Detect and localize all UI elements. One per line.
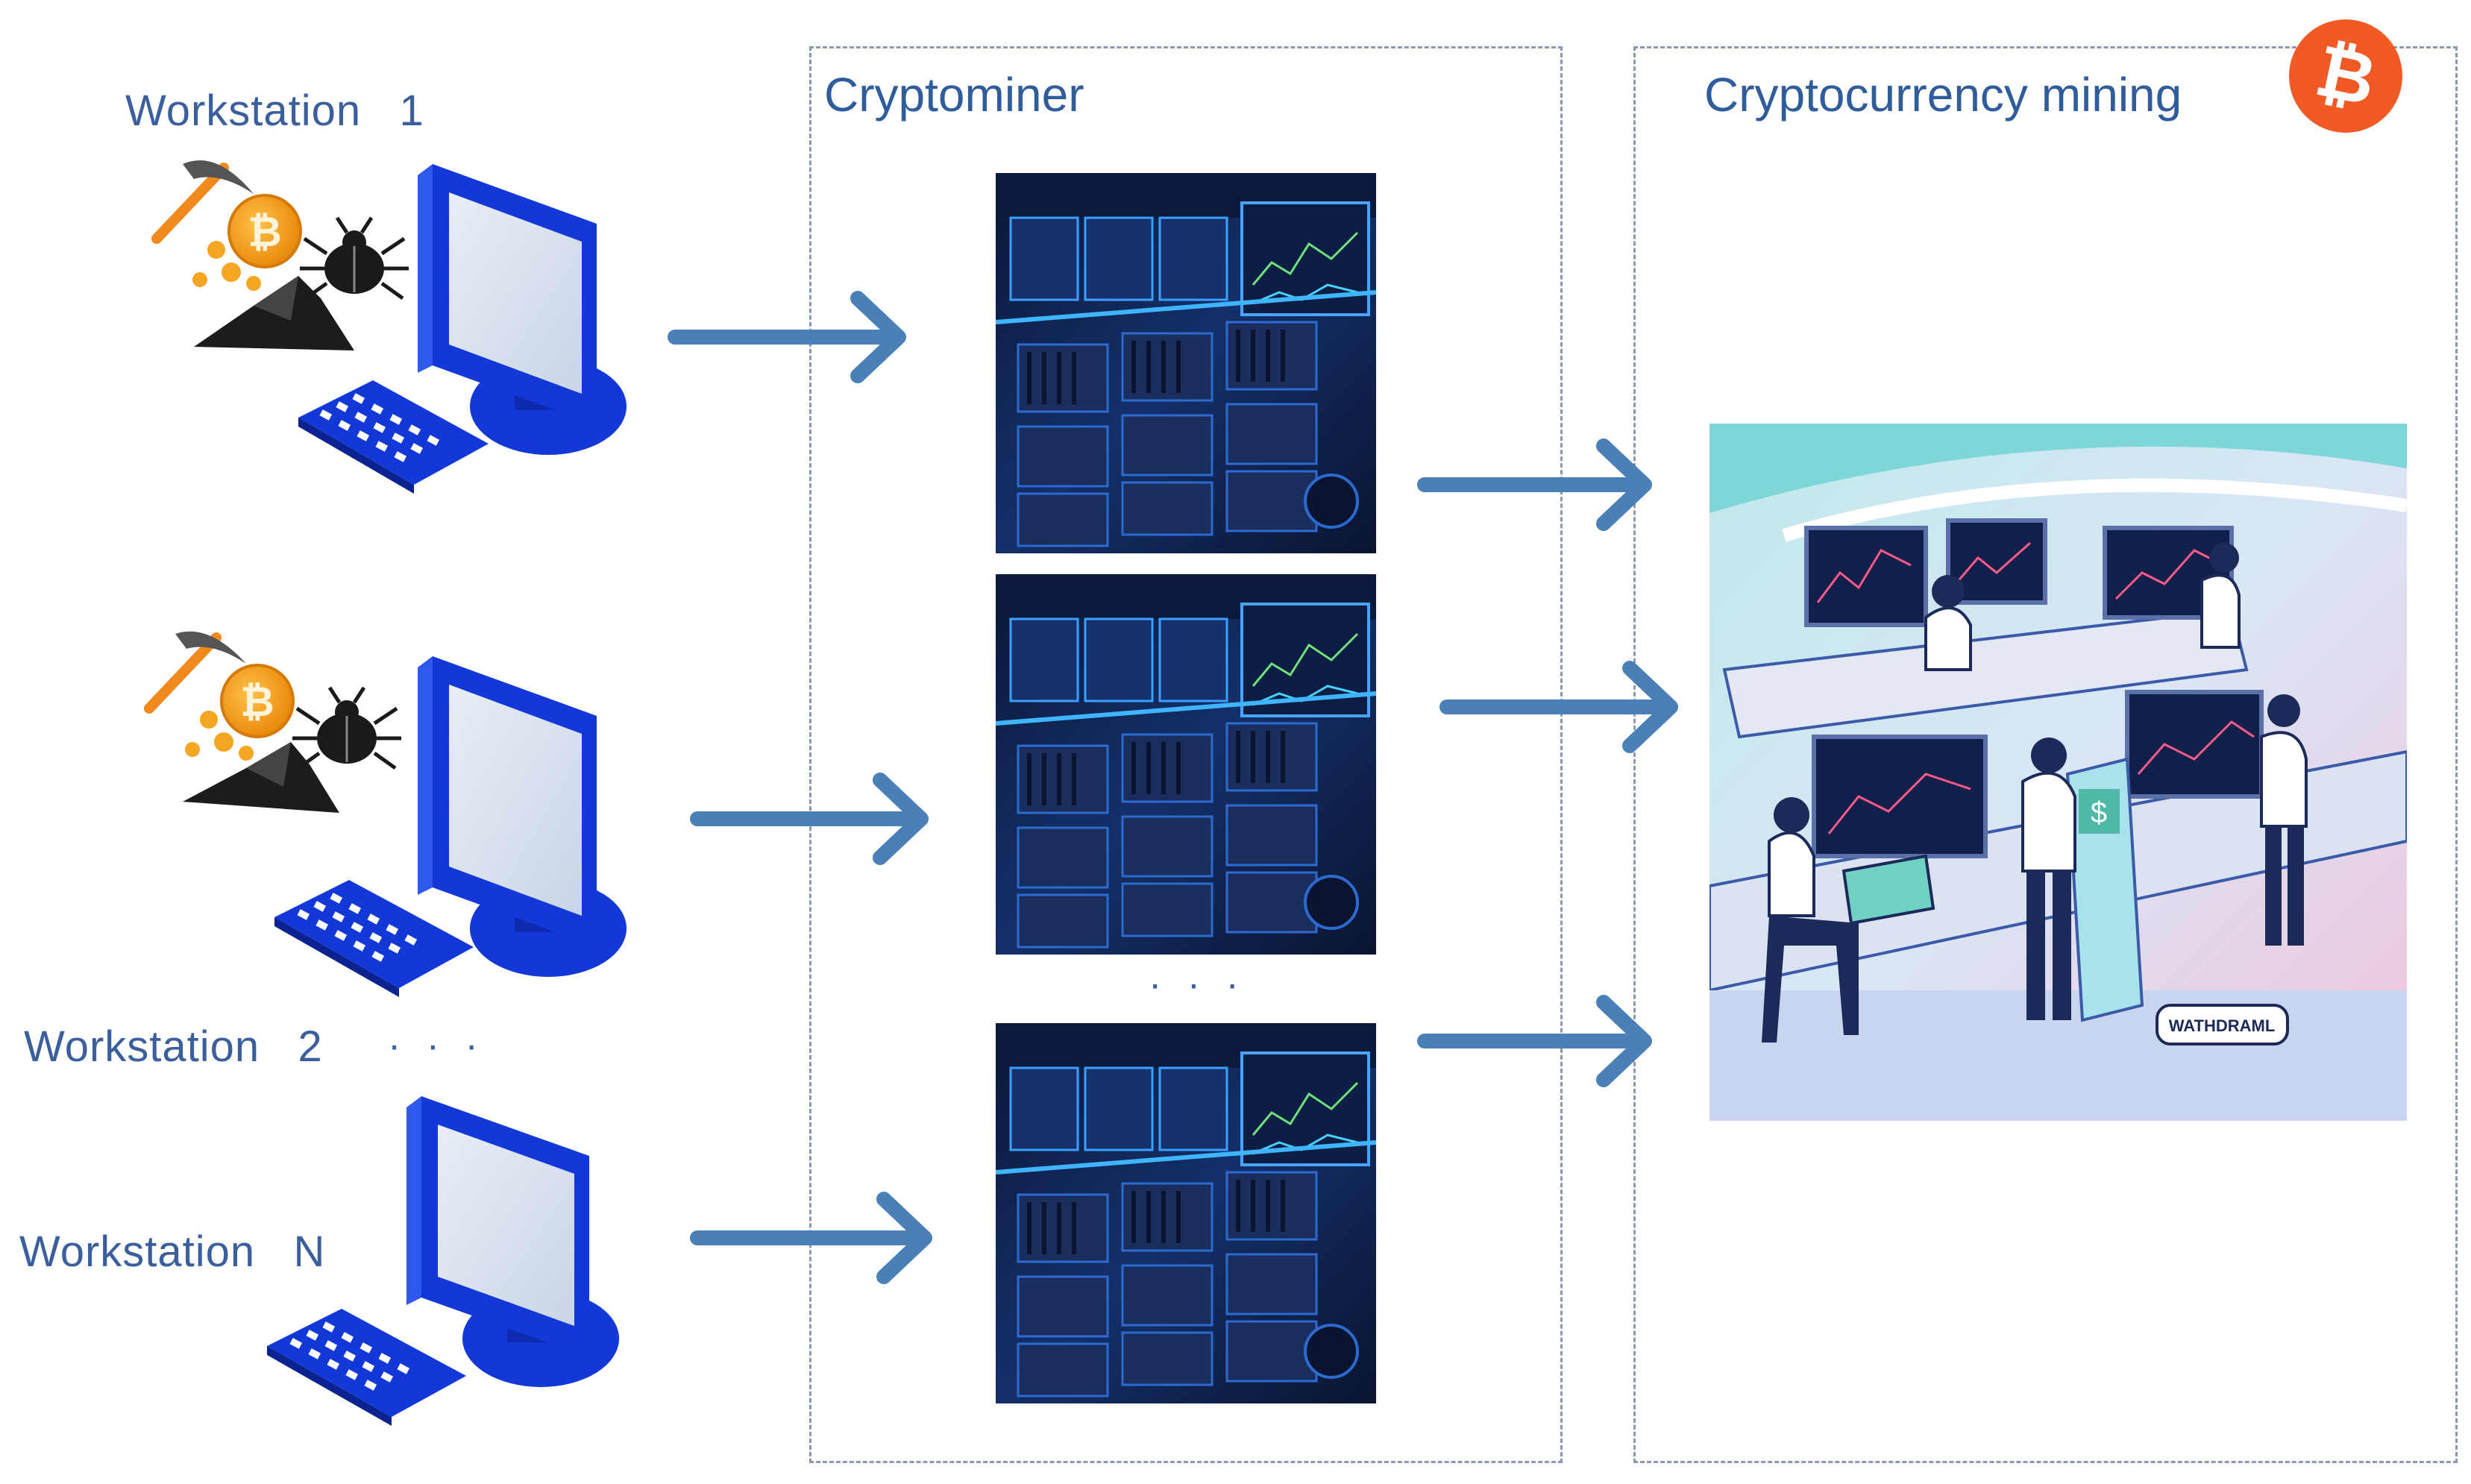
svg-text:$: $: [2091, 796, 2107, 829]
workstation-ellipsis: · · ·: [388, 1024, 486, 1067]
cryptominer-ellipsis: · · ·: [1149, 963, 1246, 1006]
computer-monitor-icon: [418, 164, 627, 455]
bitcoin-icon: ₿: [2286, 16, 2405, 136]
keyboard-icon: [267, 1309, 466, 1426]
mining-panel: [1633, 46, 2458, 1463]
arrow-ws1-to-miner: [668, 291, 906, 383]
workstation-1-label: Workstation 1: [125, 87, 424, 135]
mining-title: Cryptocurrency mining: [1704, 68, 2182, 122]
bug-icon: [300, 216, 409, 301]
bitcoin-coin-icon: ₿: [185, 664, 295, 761]
computer-monitor-icon: [418, 656, 627, 977]
arrow-rig1-to-mining: [1417, 438, 1652, 531]
mining-rig-image-2: [996, 574, 1376, 955]
mining-rig-image-3: [996, 1023, 1376, 1403]
keyboard-icon: [298, 380, 489, 494]
svg-text:₿: ₿: [240, 678, 274, 725]
arrow-rig2-to-mining: [1439, 661, 1678, 753]
mining-rig-image-1: [996, 173, 1376, 553]
arrow-ws2-to-miner: [690, 773, 929, 865]
trading-room-image: $ WATHDRAML: [1709, 424, 2407, 1121]
workstation-n-label: Workstation N: [19, 1227, 326, 1276]
svg-text:₿: ₿: [248, 208, 282, 255]
workstation-2: ₿: [134, 626, 641, 999]
cryptominer-panel: [809, 46, 1563, 1463]
pickaxe-icon: [144, 631, 246, 714]
workstation-n: [254, 1081, 641, 1454]
withdrawal-sign: WATHDRAML: [2169, 1016, 2276, 1035]
workstation-2-label: Workstation 2: [24, 1022, 323, 1071]
arrow-rig3-to-mining: [1417, 995, 1652, 1087]
workstation-1: ₿: [142, 149, 649, 522]
pickaxe-icon: [151, 160, 254, 244]
cryptominer-title: Cryptominer: [824, 68, 1084, 122]
arrow-wsn-to-miner: [690, 1192, 932, 1284]
computer-monitor-icon: [406, 1096, 619, 1387]
atm-icon: $: [2065, 757, 2144, 1022]
bitcoin-coin-icon: ₿: [192, 194, 302, 291]
keyboard-icon: [274, 880, 474, 997]
coal-pile-icon: [183, 742, 339, 813]
bug-icon: [292, 686, 401, 770]
